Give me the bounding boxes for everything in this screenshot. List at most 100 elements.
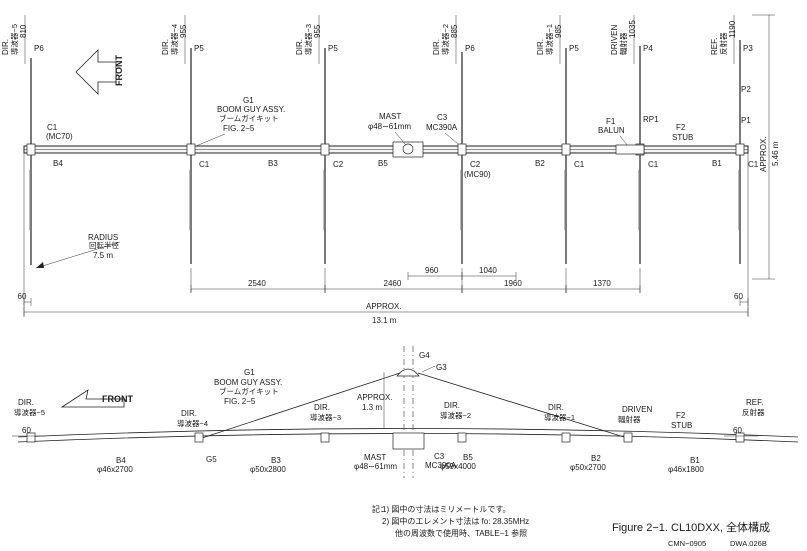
side-label-4: DIR.導波器−2 <box>440 401 471 443</box>
caption-code1: CMN−0905 <box>668 539 706 548</box>
top-element-pipe: P5 <box>569 44 579 53</box>
top-boom-b1: B1 <box>712 159 722 168</box>
top-element-length: 1035 <box>628 20 637 38</box>
top-guy-line2: ブームガイキット <box>219 113 279 123</box>
side-c3b: MC390A <box>425 461 457 470</box>
top-element-joint: C1 <box>648 160 659 169</box>
top-radius-jp: 回転半径 <box>89 240 119 250</box>
side-b5-spec: φ59x4000 <box>440 462 476 471</box>
top-element-length: 985 <box>554 24 563 38</box>
top-boom-b4: B4 <box>53 159 63 168</box>
side-element-clamp <box>735 432 745 443</box>
note-3: 他の周波数で使用時、TABLE−1 参照 <box>395 528 527 538</box>
top-element-clamp <box>735 143 745 156</box>
top-element-joint: C1 <box>574 160 585 169</box>
dim-end-right: 60 <box>734 292 749 306</box>
top-element-pipe: P5 <box>194 44 204 53</box>
top-element-jp: 導波器−5 <box>9 24 19 55</box>
top-element-joint: C2 <box>333 160 344 169</box>
top-element-joint2: (MC90) <box>464 170 491 179</box>
top-element-dir: DIR. <box>295 39 304 55</box>
top-element-jp: 導波器−3 <box>303 24 313 55</box>
top-element-clamp <box>26 143 36 156</box>
dim-overall-approx: APPROX. <box>366 302 402 311</box>
dim-1960: 1960 <box>461 279 567 293</box>
side-mast-dia: φ48∼61mm <box>354 462 397 471</box>
top-element-joint: C1 <box>748 160 759 169</box>
side-label-dir: DIR. <box>18 398 34 407</box>
side-mast-label: MAST <box>364 453 386 462</box>
caption-title: Figure 2−1. CL10DXX, 全体構成 <box>612 520 770 534</box>
side-label-jp: 導波器−4 <box>177 418 208 428</box>
dim-2460-label: 2460 <box>384 279 402 288</box>
top-element-dir: DIR. <box>1 39 10 55</box>
side-label-jp: 導波器−5 <box>14 407 45 417</box>
top-boom-b2: B2 <box>535 159 545 168</box>
side-boom-top <box>17 428 799 438</box>
top-ref-p1: P1 <box>741 116 751 125</box>
dim-2540: 2540 <box>190 279 326 293</box>
notes-head: 記： <box>372 504 388 514</box>
side-label-dir: DIR. <box>444 401 460 410</box>
side-label-7: REF.反射器 <box>735 398 765 443</box>
dim-1960-label: 1960 <box>504 279 522 288</box>
side-b1-spec: φ46x1800 <box>668 465 704 474</box>
side-view: G4 G3 G5 FRONT G1 BOOM GUY ASSY. ブームガイキッ… <box>12 346 799 478</box>
side-label-dir: DIR. <box>548 403 564 412</box>
top-element-dir: DIR. <box>432 39 441 55</box>
side-label-dir: DIR. <box>314 403 330 412</box>
side-front-arrow-icon <box>60 389 125 408</box>
side-approx: APPROX. <box>357 393 393 402</box>
top-element-dir: DRIVEN <box>610 25 619 55</box>
side-element-clamp <box>457 432 467 443</box>
side-label-dir: DRIVEN <box>622 405 652 414</box>
top-height-value: 5.46 m <box>771 141 780 166</box>
side-g4-top <box>396 368 420 377</box>
top-radius-label: RADIUS <box>88 233 118 242</box>
dim-2540-label: 2540 <box>248 279 266 288</box>
side-approx-val: 1.3 m <box>362 403 382 412</box>
side-label-2: DIR.導波器−4 <box>177 409 208 443</box>
top-element-jp: 導波器−1 <box>544 24 554 55</box>
top-mast-label: MAST <box>379 112 401 121</box>
top-c3: C3 <box>437 113 448 122</box>
side-element-clamp <box>26 432 36 443</box>
top-front-label: FRONT <box>114 55 124 86</box>
side-end-right: 60 <box>733 426 742 435</box>
top-radius-value: 7.5 m <box>93 251 113 260</box>
caption: Figure 2−1. CL10DXX, 全体構成 CMN−0905 DWA.0… <box>612 520 770 548</box>
side-g4: G4 <box>419 351 430 360</box>
side-element-clamp <box>320 432 330 443</box>
top-element-length: 885 <box>450 24 459 38</box>
note-1: 1) 図中の寸法はミリメートルです。 <box>382 504 511 514</box>
dim-end-right-label: 60 <box>734 292 743 301</box>
top-element-pipe: P6 <box>465 44 475 53</box>
top-element-joint2: (MC70) <box>46 132 73 141</box>
side-b2-spec: φ50x2700 <box>570 463 606 472</box>
top-element-pipe: P5 <box>328 44 338 53</box>
side-label-jp: 導波器−3 <box>310 412 341 422</box>
top-element-clamp <box>457 143 467 156</box>
top-height-approx: APPROX. <box>759 136 768 172</box>
top-stub: STUB <box>672 133 693 142</box>
side-g5: G5 <box>206 455 217 464</box>
top-balun: BALUN <box>598 126 625 135</box>
top-element-pipe: P3 <box>743 44 753 53</box>
note-2: 2) 図中のエレメント寸法は fo: 28.35MHz <box>382 516 529 526</box>
top-element-joint: C2 <box>470 160 481 169</box>
dim-1040-label: 1040 <box>479 266 497 275</box>
top-element-dir: REF. <box>710 38 719 55</box>
dim-1370-label: 1370 <box>593 279 611 288</box>
top-f2: F2 <box>676 123 686 132</box>
side-b3: B3 <box>271 456 281 465</box>
top-element-length: 955 <box>313 24 322 38</box>
side-guy-line3: FIG. 2−5 <box>224 397 256 406</box>
top-element-dir: DIR. <box>161 39 170 55</box>
